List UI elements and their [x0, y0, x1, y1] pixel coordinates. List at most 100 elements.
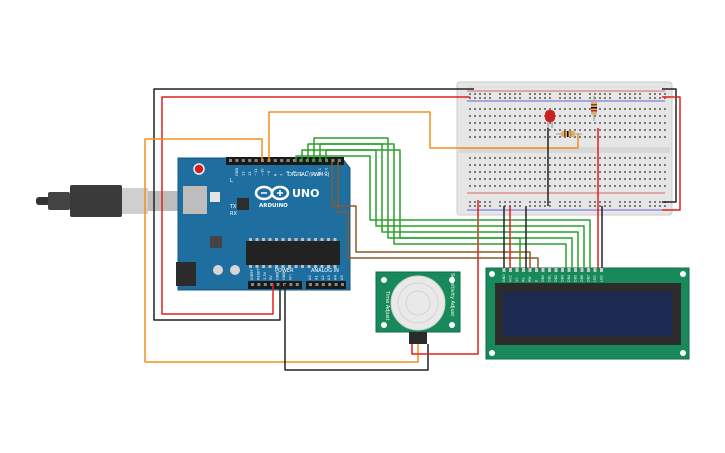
breadboard-hole[interactable] [614, 115, 616, 117]
breadboard-hole[interactable] [589, 205, 591, 207]
breadboard-hole[interactable] [619, 97, 621, 99]
breadboard-hole[interactable] [594, 201, 596, 203]
breadboard-hole[interactable] [499, 205, 501, 207]
breadboard-hole[interactable] [609, 201, 611, 203]
breadboard-hole[interactable] [659, 136, 661, 138]
breadboard-hole[interactable] [559, 122, 561, 124]
breadboard-hole[interactable] [604, 157, 606, 159]
breadboard-hole[interactable] [609, 136, 611, 138]
breadboard-hole[interactable] [659, 129, 661, 131]
breadboard-hole[interactable] [499, 171, 501, 173]
breadboard-hole[interactable] [534, 201, 536, 203]
breadboard-hole[interactable] [544, 136, 546, 138]
breadboard-hole[interactable] [524, 108, 526, 110]
breadboard-hole[interactable] [504, 115, 506, 117]
breadboard-hole[interactable] [534, 122, 536, 124]
breadboard-hole[interactable] [639, 108, 641, 110]
breadboard-hole[interactable] [539, 157, 541, 159]
breadboard-hole[interactable] [519, 201, 521, 203]
breadboard-hole[interactable] [534, 115, 536, 117]
breadboard-hole[interactable] [659, 97, 661, 99]
breadboard-hole[interactable] [489, 129, 491, 131]
breadboard-hole[interactable] [654, 129, 656, 131]
breadboard-hole[interactable] [499, 97, 501, 99]
lcd-pin[interactable] [580, 268, 584, 272]
breadboard-hole[interactable] [489, 171, 491, 173]
breadboard-hole[interactable] [579, 122, 581, 124]
breadboard-hole[interactable] [624, 129, 626, 131]
breadboard-hole[interactable] [609, 164, 611, 166]
breadboard-hole[interactable] [539, 185, 541, 187]
lcd-pin[interactable] [509, 268, 512, 272]
breadboard-hole[interactable] [514, 108, 516, 110]
breadboard-hole[interactable] [519, 205, 521, 207]
breadboard-hole[interactable] [539, 129, 541, 131]
breadboard-hole[interactable] [594, 205, 596, 207]
breadboard-hole[interactable] [554, 122, 556, 124]
breadboard-hole[interactable] [619, 115, 621, 117]
breadboard-hole[interactable] [604, 115, 606, 117]
breadboard-hole[interactable] [624, 185, 626, 187]
breadboard-hole[interactable] [614, 164, 616, 166]
breadboard-hole[interactable] [509, 122, 511, 124]
breadboard-hole[interactable] [584, 115, 586, 117]
breadboard-hole[interactable] [644, 164, 646, 166]
breadboard-hole[interactable] [584, 122, 586, 124]
breadboard-hole[interactable] [479, 136, 481, 138]
breadboard-hole[interactable] [624, 164, 626, 166]
breadboard-hole[interactable] [564, 122, 566, 124]
breadboard-hole[interactable] [559, 157, 561, 159]
breadboard-hole[interactable] [514, 122, 516, 124]
breadboard-hole[interactable] [619, 171, 621, 173]
breadboard-hole[interactable] [499, 122, 501, 124]
breadboard-hole[interactable] [594, 178, 596, 180]
breadboard-hole[interactable] [519, 108, 521, 110]
breadboard-hole[interactable] [529, 157, 531, 159]
breadboard-hole[interactable] [494, 171, 496, 173]
breadboard-hole[interactable] [499, 115, 501, 117]
breadboard-hole[interactable] [579, 93, 581, 95]
red-led[interactable] [545, 110, 555, 128]
breadboard-hole[interactable] [539, 115, 541, 117]
breadboard-hole[interactable] [599, 108, 601, 110]
breadboard-hole[interactable] [564, 201, 566, 203]
breadboard-hole[interactable] [569, 108, 571, 110]
breadboard-hole[interactable] [529, 136, 531, 138]
breadboard-hole[interactable] [534, 164, 536, 166]
breadboard-hole[interactable] [579, 115, 581, 117]
breadboard-hole[interactable] [504, 122, 506, 124]
breadboard-hole[interactable] [619, 205, 621, 207]
digital-pin[interactable] [235, 159, 239, 162]
breadboard-hole[interactable] [584, 171, 586, 173]
digital-pin[interactable] [337, 159, 341, 162]
breadboard-hole[interactable] [624, 178, 626, 180]
breadboard-hole[interactable] [619, 157, 621, 159]
breadboard-hole[interactable] [609, 93, 611, 95]
analog-pin[interactable] [334, 283, 338, 286]
breadboard-hole[interactable] [554, 164, 556, 166]
breadboard-hole[interactable] [489, 157, 491, 159]
breadboard-hole[interactable] [484, 108, 486, 110]
breadboard-hole[interactable] [469, 129, 471, 131]
breadboard-hole[interactable] [544, 185, 546, 187]
breadboard-hole[interactable] [654, 157, 656, 159]
breadboard-hole[interactable] [504, 157, 506, 159]
breadboard-hole[interactable] [624, 115, 626, 117]
breadboard-hole[interactable] [474, 201, 476, 203]
breadboard-hole[interactable] [649, 97, 651, 99]
breadboard-hole[interactable] [479, 171, 481, 173]
breadboard-hole[interactable] [644, 108, 646, 110]
breadboard-hole[interactable] [599, 171, 601, 173]
breadboard-hole[interactable] [474, 178, 476, 180]
digital-pin[interactable] [331, 159, 335, 162]
breadboard-hole[interactable] [534, 97, 536, 99]
breadboard-hole[interactable] [509, 178, 511, 180]
breadboard-hole[interactable] [504, 185, 506, 187]
analog-pin[interactable] [321, 283, 325, 286]
breadboard-hole[interactable] [634, 136, 636, 138]
breadboard-hole[interactable] [619, 129, 621, 131]
breadboard-hole[interactable] [469, 97, 471, 99]
breadboard-hole[interactable] [574, 178, 576, 180]
breadboard-hole[interactable] [629, 205, 631, 207]
